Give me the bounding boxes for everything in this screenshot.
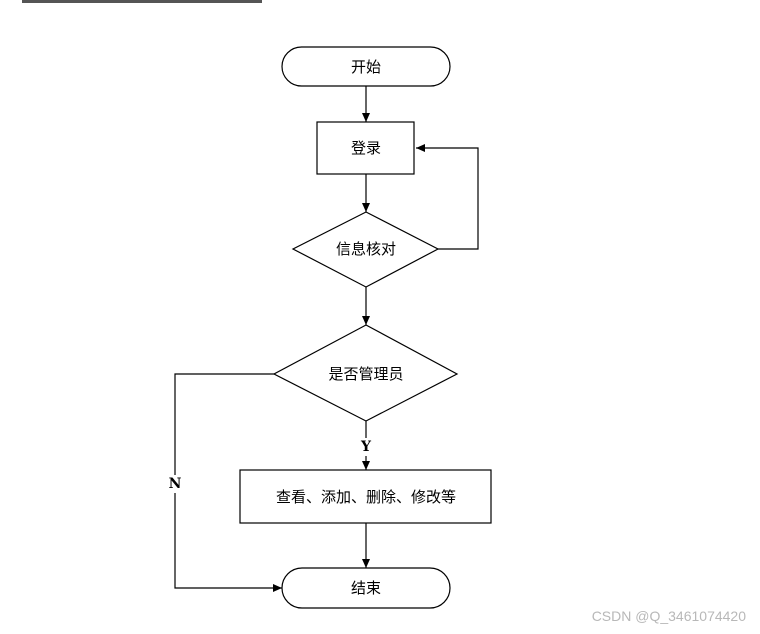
node-is-admin: 是否管理员 [272,324,459,422]
node-actions: 查看、添加、删除、修改等 [239,469,492,524]
edge-verify-retry [416,144,479,250]
node-end: 结束 [281,567,451,609]
branch-yes-label: Y [360,439,372,455]
yes-label-bg [358,438,374,456]
node-is-admin-label: 是否管理员 [328,365,403,383]
node-verify-label: 信息核对 [336,240,396,258]
node-actions-label: 查看、添加、删除、修改等 [276,488,456,506]
node-start: 开始 [281,46,451,87]
cropped-top-text [22,0,272,4]
node-end-label: 结束 [351,579,381,597]
watermark: CSDN @Q_3461074420 [591,608,746,624]
branch-no-label: N [169,476,182,492]
node-start-label: 开始 [351,58,381,76]
no-label-bg [166,475,184,493]
node-verify: 信息核对 [291,211,440,288]
node-login: 登录 [316,121,415,175]
node-login-label: 登录 [351,139,381,157]
